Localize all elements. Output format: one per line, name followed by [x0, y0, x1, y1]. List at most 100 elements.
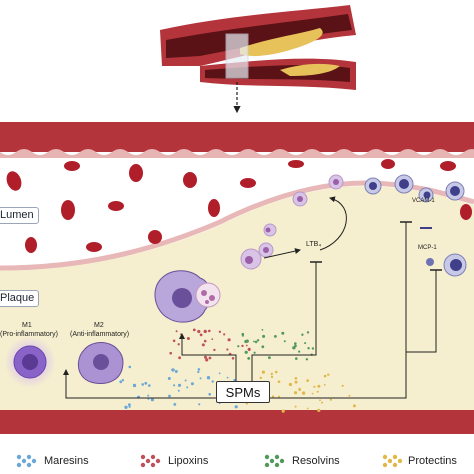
- spm-dot: [268, 356, 271, 359]
- spm-dot: [352, 404, 356, 408]
- spm-dot: [177, 383, 182, 387]
- lumen-label: Lumen: [0, 207, 39, 224]
- spm-dot: [294, 342, 297, 345]
- spm-dot: [199, 377, 202, 380]
- m1-subtitle: (Pro-inflammatory): [0, 331, 58, 338]
- red-blood-cells: [6, 159, 472, 253]
- spm-dot: [270, 375, 274, 379]
- m1-title: M1: [22, 322, 32, 329]
- vcam1-label: VCAM-1: [412, 198, 435, 204]
- spm-dot: [253, 351, 256, 354]
- spm-dot: [218, 372, 221, 375]
- arrow-neutrophil-to-ltb4: [263, 248, 301, 259]
- macrophage-efferocytosis: [154, 270, 221, 323]
- spm-dot: [167, 377, 171, 380]
- spm-dot: [132, 383, 137, 388]
- spm-dot: [171, 368, 175, 372]
- spm-dot: [197, 368, 201, 371]
- spm-dot: [128, 365, 132, 369]
- m2-macrophage: [77, 342, 124, 384]
- legend-swatch-dot: [269, 458, 275, 464]
- spm-dot: [288, 382, 292, 387]
- spm-dot: [329, 398, 332, 401]
- m2-title: M2: [94, 322, 104, 329]
- spm-dot: [261, 370, 265, 374]
- spm-dot: [294, 344, 297, 348]
- spm-dot: [298, 388, 302, 392]
- spm-dot: [124, 405, 128, 409]
- spm-dot: [241, 332, 245, 336]
- spm-dot: [262, 334, 266, 338]
- spm-dot: [197, 329, 201, 334]
- spm-dot: [241, 344, 244, 348]
- spm-dot: [278, 395, 281, 398]
- spm-dot: [177, 343, 180, 346]
- spm-dot: [121, 379, 125, 382]
- mcp1-label: MCP-1: [418, 245, 437, 251]
- spm-dot: [150, 398, 154, 402]
- spm-dot: [148, 384, 151, 387]
- legend-label-maresins: Maresins: [44, 455, 89, 467]
- spm-dot: [247, 357, 251, 360]
- spm-dot: [307, 347, 310, 350]
- legend-swatch-dot: [26, 462, 32, 468]
- legend-swatch-dot: [274, 462, 280, 468]
- vessel-wall-top: [0, 122, 474, 152]
- spm-dot: [319, 399, 321, 402]
- spm-dot: [317, 384, 321, 388]
- inhibit-vcam: [268, 222, 407, 399]
- legend-swatch-dot: [16, 454, 22, 460]
- spm-dot: [313, 385, 316, 388]
- spm-dot: [197, 370, 200, 374]
- arrow-spms-to-m2: [63, 369, 216, 399]
- spm-dot: [198, 403, 201, 406]
- spm-dot: [274, 335, 277, 338]
- legend-swatch-dot: [382, 454, 388, 460]
- spm-dot: [205, 358, 209, 362]
- legend-swatch-dot: [140, 454, 146, 460]
- legend-swatch-dot: [150, 454, 156, 460]
- legend-swatches: [16, 454, 403, 468]
- spm-dot: [211, 380, 214, 383]
- spm-dot: [226, 376, 229, 379]
- spm-dot: [245, 339, 249, 343]
- ltb4-label: LTB₄: [306, 241, 322, 248]
- spm-dot: [294, 391, 298, 395]
- spm-dot: [218, 330, 222, 333]
- artery-illustration: [160, 5, 356, 90]
- legend-swatch-dot: [140, 462, 146, 468]
- spm-dot: [317, 408, 321, 412]
- spm-dot: [213, 348, 216, 352]
- legend-swatch-dot: [31, 458, 37, 464]
- spm-dot: [190, 382, 194, 386]
- spms-box: SPMs: [216, 381, 270, 403]
- spm-dot: [295, 357, 298, 360]
- legend-swatch-dot: [16, 462, 22, 468]
- spm-dots: [119, 328, 356, 413]
- spm-dot: [168, 394, 171, 398]
- spm-dot: [261, 329, 264, 331]
- spm-dot: [223, 333, 226, 336]
- spm-dot: [294, 380, 298, 384]
- spm-dot: [304, 342, 307, 345]
- legend-swatch-dot: [392, 462, 398, 468]
- spm-dot: [348, 394, 351, 397]
- spm-dot: [173, 384, 176, 387]
- legend-swatch-dot: [145, 458, 151, 464]
- spm-dot: [174, 370, 178, 373]
- spm-dot: [186, 337, 190, 340]
- legend-swatch-dot: [26, 454, 32, 460]
- legend-swatch-dot: [264, 462, 270, 468]
- spm-dot: [201, 343, 205, 347]
- spm-dot: [207, 329, 211, 333]
- spm-dot: [144, 381, 148, 385]
- spm-dot: [306, 331, 310, 334]
- inhibit-mcp: [406, 270, 437, 353]
- spm-dot: [311, 347, 315, 350]
- spm-dot: [211, 338, 214, 340]
- spm-dot: [226, 348, 229, 351]
- legend-label-lipoxins: Lipoxins: [168, 455, 209, 467]
- spm-dot: [204, 355, 207, 359]
- spm-dot: [259, 376, 262, 380]
